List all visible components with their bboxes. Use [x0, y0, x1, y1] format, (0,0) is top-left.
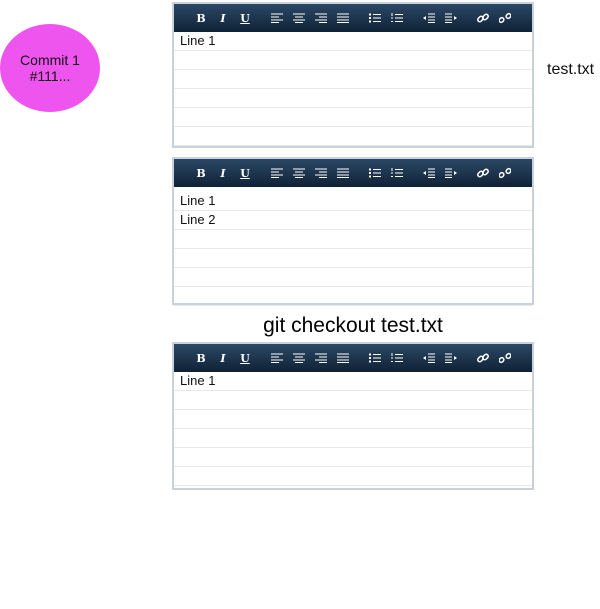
editor-line: Line 1 — [174, 372, 532, 391]
commit-node: Commit 1 #111... — [0, 24, 100, 112]
editor-line — [174, 108, 532, 127]
editor-toolbar: B I U — [174, 344, 532, 372]
align-right-icon[interactable] — [310, 348, 332, 368]
commit-label: Commit 1 — [20, 52, 80, 68]
numbered-list-icon[interactable] — [386, 8, 408, 28]
editor-line — [174, 230, 532, 249]
align-left-icon[interactable] — [266, 348, 288, 368]
editor-line — [174, 51, 532, 70]
editor-toolbar: B I U — [174, 4, 532, 32]
align-center-icon[interactable] — [288, 8, 310, 28]
align-left-icon[interactable] — [266, 163, 288, 183]
editor-line — [174, 467, 532, 486]
underline-button[interactable]: U — [240, 351, 250, 365]
align-center-icon[interactable] — [288, 163, 310, 183]
outdent-icon[interactable] — [418, 348, 440, 368]
editor-line — [174, 448, 532, 467]
align-center-icon[interactable] — [288, 348, 310, 368]
editor-content[interactable]: Line 1 — [174, 372, 532, 486]
italic-button[interactable]: I — [220, 11, 226, 25]
align-justify-icon[interactable] — [332, 163, 354, 183]
numbered-list-icon[interactable] — [386, 348, 408, 368]
unlink-icon[interactable] — [494, 8, 516, 28]
editor-line — [174, 127, 532, 146]
editor-line: Line 1 — [174, 32, 532, 51]
align-left-icon[interactable] — [266, 8, 288, 28]
editor-line — [174, 268, 532, 287]
editor-line: Line 1 — [174, 192, 532, 211]
link-icon[interactable] — [472, 348, 494, 368]
bullet-list-icon[interactable] — [364, 163, 386, 183]
indent-icon[interactable] — [440, 163, 462, 183]
indent-icon[interactable] — [440, 348, 462, 368]
outdent-icon[interactable] — [418, 8, 440, 28]
bullet-list-icon[interactable] — [364, 348, 386, 368]
link-icon[interactable] — [472, 8, 494, 28]
editor-line — [174, 410, 532, 429]
bold-button[interactable]: B — [196, 351, 206, 365]
commit-hash: #111... — [29, 68, 71, 84]
bullet-list-icon[interactable] — [364, 8, 386, 28]
editor-content[interactable]: Line 1 — [174, 32, 532, 146]
link-icon[interactable] — [472, 163, 494, 183]
editor-line — [174, 391, 532, 410]
editor-line: Line 2 — [174, 211, 532, 230]
underline-button[interactable]: U — [240, 166, 250, 180]
outdent-icon[interactable] — [418, 163, 440, 183]
italic-button[interactable]: I — [220, 166, 226, 180]
unlink-icon[interactable] — [494, 163, 516, 183]
align-right-icon[interactable] — [310, 8, 332, 28]
align-right-icon[interactable] — [310, 163, 332, 183]
editor-2[interactable]: B I U Line 1 Line 2 — [172, 157, 534, 306]
italic-button[interactable]: I — [220, 351, 226, 365]
editor-line — [174, 429, 532, 448]
underline-button[interactable]: U — [240, 11, 250, 25]
align-justify-icon[interactable] — [332, 348, 354, 368]
editor-3[interactable]: B I U Line 1 — [172, 342, 534, 490]
editor-toolbar: B I U — [174, 159, 532, 187]
bold-button[interactable]: B — [196, 11, 206, 25]
align-justify-icon[interactable] — [332, 8, 354, 28]
editor-line — [174, 70, 532, 89]
editor-line — [174, 287, 532, 306]
editor-line — [174, 89, 532, 108]
editor-content[interactable]: Line 1 Line 2 — [174, 187, 532, 306]
indent-icon[interactable] — [440, 8, 462, 28]
numbered-list-icon[interactable] — [386, 163, 408, 183]
editor-line — [174, 249, 532, 268]
file-label: test.txt — [547, 61, 595, 78]
editor-1[interactable]: B I U Line 1 — [172, 2, 534, 148]
unlink-icon[interactable] — [494, 348, 516, 368]
bold-button[interactable]: B — [196, 166, 206, 180]
command-label: git checkout test.txt — [263, 314, 443, 337]
